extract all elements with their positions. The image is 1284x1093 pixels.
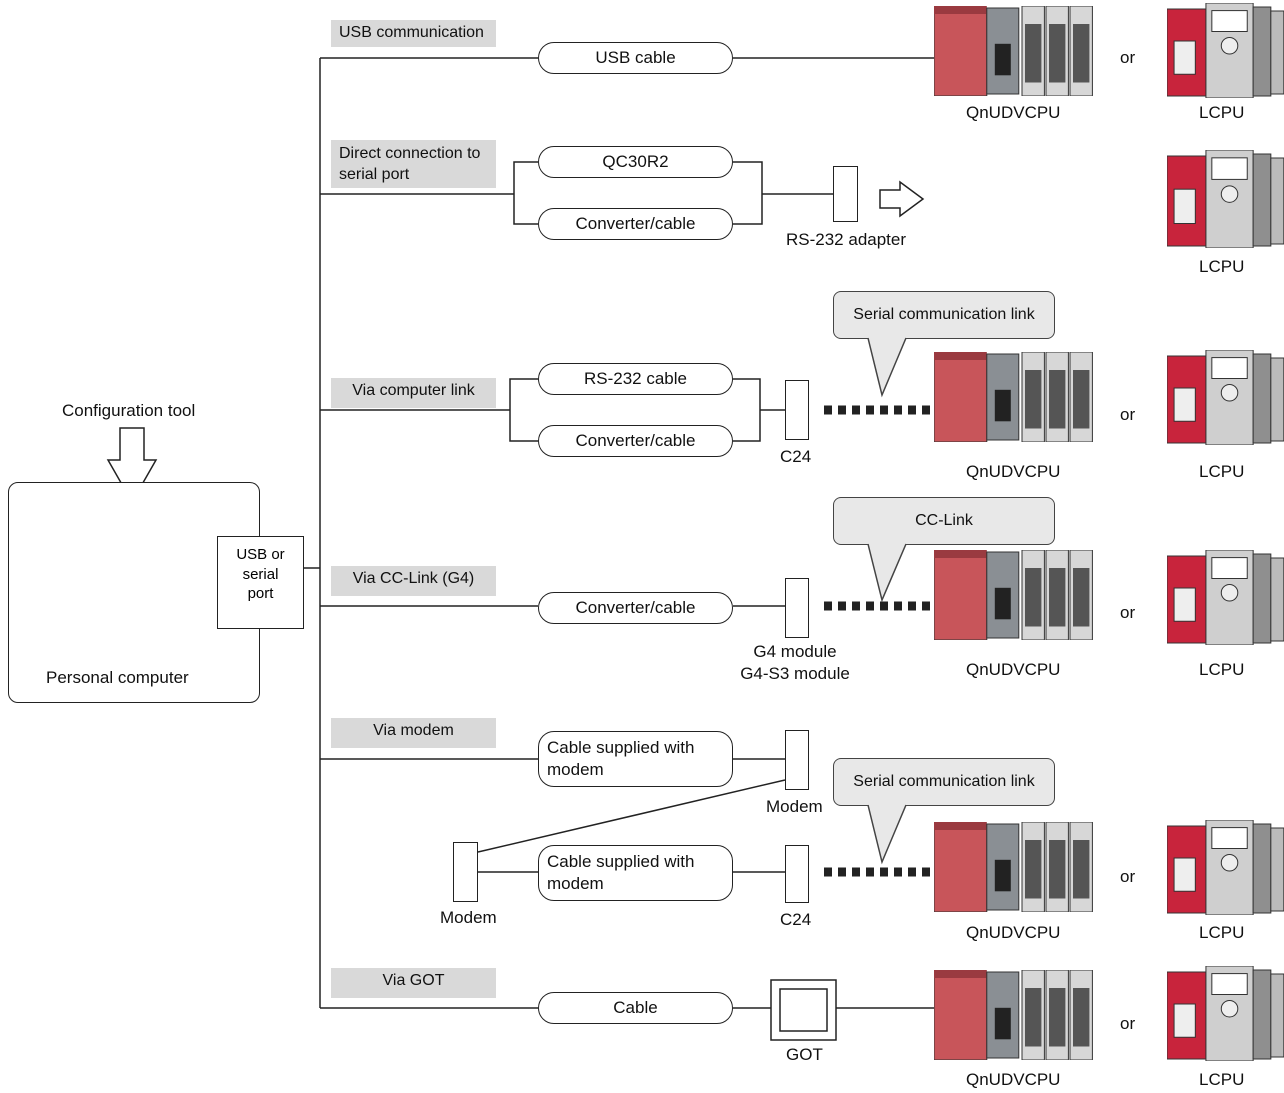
qnudvcpu-plc-usb [933, 5, 1094, 97]
section-modem: Via modem [331, 718, 496, 748]
qnudvcpu-label: QnUDVCPU [966, 103, 1061, 122]
qnudvcpu-plc-link [933, 351, 1094, 443]
right-arrow-icon [879, 180, 925, 218]
lcpu-plc-link [1166, 349, 1284, 446]
qnudvcpu-label: QnUDVCPU [966, 660, 1061, 679]
qnudvcpu-plc-cclink [933, 549, 1094, 641]
serial-link-bubble-modem: Serial communication link [833, 758, 1055, 806]
section-cclink: Via CC-Link (G4) [331, 566, 496, 596]
converter-cable-cclink: Converter/cable [538, 592, 733, 624]
c24-module-modem [785, 845, 809, 903]
usb-serial-port: USB or serial port [217, 536, 304, 629]
qc30r2-cable: QC30R2 [538, 146, 733, 178]
g4-s3-module-label: G4-S3 module [740, 664, 850, 683]
modem-cable-local: Cable supplied with modem [538, 845, 733, 901]
modem-local [453, 842, 478, 902]
rs232-cable: RS-232 cable [538, 363, 733, 395]
modem-cable-remote: Cable supplied with modem [538, 731, 733, 787]
or-label: or [1120, 1014, 1136, 1033]
qnudvcpu-plc-got [933, 969, 1094, 1061]
lcpu-plc-usb [1166, 2, 1284, 99]
lcpu-label: LCPU [1199, 923, 1245, 942]
qnudvcpu-label: QnUDVCPU [966, 923, 1061, 942]
converter-cable-link: Converter/cable [538, 425, 733, 457]
rs232-adapter [833, 166, 858, 222]
modem-remote-label: Modem [766, 797, 823, 816]
section-got: Via GOT [331, 968, 496, 998]
got-label: GOT [786, 1045, 823, 1064]
rs232-adapter-label: RS-232 adapter [786, 230, 907, 249]
got-cable: Cable [538, 992, 733, 1024]
c24-module [785, 380, 809, 440]
modem-local-label: Modem [440, 908, 497, 927]
or-label: or [1120, 867, 1136, 886]
cclink-bubble: CC-Link [833, 497, 1055, 545]
or-label: or [1120, 48, 1136, 67]
or-label: or [1120, 603, 1136, 622]
modem-remote [785, 730, 809, 790]
g4-module [785, 578, 809, 638]
personal-computer-label: Personal computer [46, 668, 189, 687]
qnudvcpu-label: QnUDVCPU [966, 462, 1061, 481]
configuration-tool-label: Configuration tool [62, 401, 196, 420]
section-direct: Direct connection to serial port [331, 140, 496, 188]
lcpu-plc-modem [1166, 819, 1284, 916]
down-arrow-icon [106, 427, 158, 504]
lcpu-label: LCPU [1199, 660, 1245, 679]
got-icon [770, 979, 837, 1041]
qnudvcpu-label: QnUDVCPU [966, 1070, 1061, 1089]
converter-cable-direct: Converter/cable [538, 208, 733, 240]
lcpu-label: LCPU [1199, 1070, 1245, 1089]
g4-module-label: G4 module [753, 642, 837, 661]
lcpu-label: LCPU [1199, 257, 1245, 276]
section-computer-link: Via computer link [331, 378, 496, 408]
usb-cable: USB cable [538, 42, 733, 74]
lcpu-label: LCPU [1199, 103, 1245, 122]
lcpu-label: LCPU [1199, 462, 1245, 481]
or-label: or [1120, 405, 1136, 424]
lcpu-plc-got [1166, 965, 1284, 1062]
section-usb: USB communication [331, 20, 496, 47]
lcpu-plc-direct [1166, 149, 1284, 249]
serial-link-bubble: Serial communication link [833, 291, 1055, 339]
c24-modem-label: C24 [780, 910, 812, 929]
lcpu-plc-cclink [1166, 549, 1284, 646]
c24-label: C24 [780, 447, 812, 466]
qnudvcpu-plc-modem [933, 821, 1094, 913]
